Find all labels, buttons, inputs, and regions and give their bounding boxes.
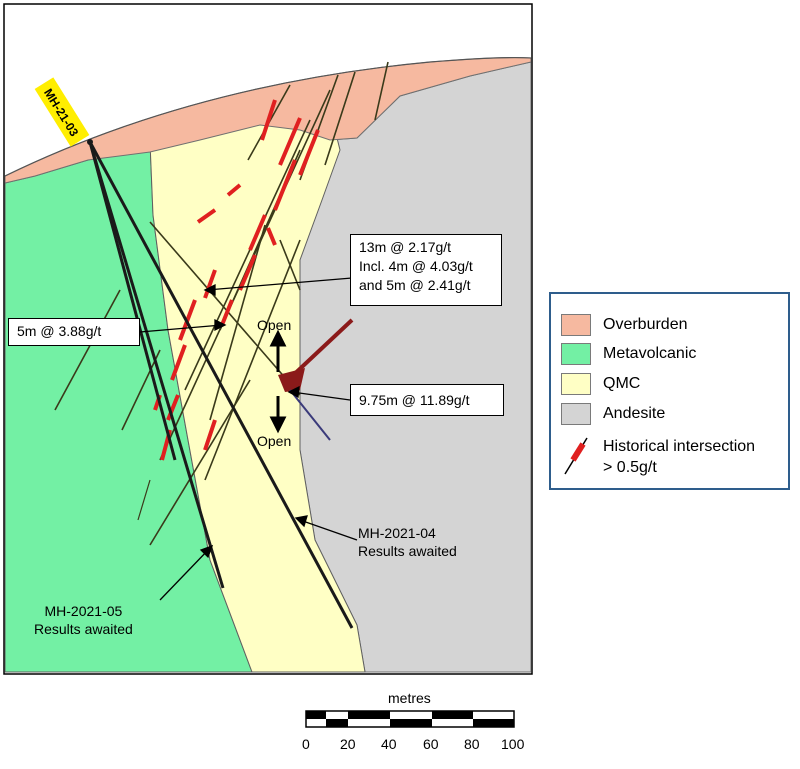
legend-swatch bbox=[561, 373, 591, 395]
legend-label: Metavolcanic bbox=[603, 345, 697, 362]
legend-swatch bbox=[561, 403, 591, 425]
scale-tick-label: 100 bbox=[501, 736, 525, 752]
legend-item-historical: Historical intersection > 0.5g/t bbox=[561, 436, 755, 478]
new-drill-holes bbox=[88, 141, 354, 629]
leader-c1 bbox=[206, 277, 353, 291]
hole-mh-21-03 bbox=[88, 141, 177, 461]
legend-item-andesite: Andesite bbox=[561, 403, 665, 425]
intersection-segment bbox=[220, 299, 234, 326]
hole-mh-2021-04 bbox=[88, 141, 354, 629]
callout-line: Incl. 4m @ 4.03g/t bbox=[359, 258, 473, 274]
callout-line: and 5m @ 2.41g/t bbox=[359, 277, 471, 293]
high-grade-intercept bbox=[278, 318, 354, 441]
historical-hole bbox=[204, 239, 301, 481]
scale-tick-label: 20 bbox=[340, 736, 356, 752]
intersection-segment bbox=[203, 269, 217, 299]
legend-label: Overburden bbox=[603, 316, 688, 333]
hole-name: MH-2021-04 bbox=[358, 525, 436, 541]
intersection-segment bbox=[278, 117, 302, 166]
legend-label: QMC bbox=[603, 375, 641, 392]
open-label-lower: Open bbox=[257, 433, 292, 449]
open-arrows bbox=[269, 329, 287, 434]
legend-label: Andesite bbox=[603, 405, 666, 422]
intersection-segment bbox=[196, 208, 217, 224]
hole-status: Results awaited bbox=[358, 543, 457, 559]
intersection-segment bbox=[266, 227, 277, 246]
legend-item-qmc: QMC bbox=[561, 373, 640, 395]
historical-hole bbox=[374, 61, 389, 121]
intersection-segment bbox=[273, 159, 297, 211]
historical-hole bbox=[54, 289, 121, 411]
legend-label: > 0.5g/t bbox=[603, 459, 657, 476]
scale-tick-label: 0 bbox=[302, 736, 310, 752]
historical-hole bbox=[184, 119, 311, 391]
callout-leaders bbox=[139, 277, 358, 601]
scale-title: metres bbox=[388, 690, 431, 706]
historical-hole bbox=[149, 221, 301, 396]
historical-hole bbox=[279, 239, 301, 291]
leader-mh04 bbox=[299, 519, 358, 541]
legend: Overburden Metavolcanic QMC Andesite His… bbox=[549, 292, 790, 490]
intersection-segment bbox=[238, 254, 257, 291]
label-mh-2021-05: MH-2021-05 Results awaited bbox=[34, 602, 133, 638]
hole-mh-2021-05 bbox=[88, 141, 225, 589]
open-label-upper: Open bbox=[257, 317, 292, 333]
intersection-segment bbox=[170, 344, 187, 381]
intersection-segment bbox=[166, 394, 180, 421]
scale-tick-label: 60 bbox=[423, 736, 439, 752]
scale-bar bbox=[305, 710, 515, 728]
callout-line: 9.75m @ 11.89g/t bbox=[359, 392, 470, 408]
intersection-segment bbox=[226, 183, 242, 197]
legend-item-metavolcanic: Metavolcanic bbox=[561, 343, 696, 365]
legend-swatch bbox=[561, 343, 591, 365]
callout-line: 5m @ 3.88g/t bbox=[17, 323, 102, 339]
hole-status: Results awaited bbox=[34, 621, 133, 637]
collar-marker bbox=[87, 139, 93, 145]
scale-tick-label: 40 bbox=[381, 736, 397, 752]
scale-tick-label: 80 bbox=[464, 736, 480, 752]
callout-13m-intercept: 13m @ 2.17g/t Incl. 4m @ 4.03g/t and 5m … bbox=[350, 234, 502, 306]
intersection-segment bbox=[203, 419, 217, 451]
intersection-segment bbox=[248, 214, 267, 251]
legend-historical-text: Historical intersection > 0.5g/t bbox=[603, 436, 755, 478]
callout-line: 13m @ 2.17g/t bbox=[359, 239, 452, 255]
leader-c2 bbox=[139, 324, 223, 333]
legend-item-overburden: Overburden bbox=[561, 314, 688, 336]
leader-mh05 bbox=[159, 547, 211, 601]
historical-intersections bbox=[153, 99, 320, 461]
callout-5m-intercept: 5m @ 3.88g/t bbox=[8, 318, 140, 346]
legend-swatch bbox=[561, 314, 591, 336]
callout-9-75m-intercept: 9.75m @ 11.89g/t bbox=[350, 384, 504, 416]
hole-name: MH-2021-05 bbox=[44, 603, 123, 619]
leader-c3 bbox=[291, 391, 351, 401]
historical-hole bbox=[121, 349, 161, 431]
intersection-segment bbox=[298, 129, 320, 176]
historical-intersection-icon bbox=[564, 437, 588, 475]
intersection-segment bbox=[260, 99, 277, 141]
historical-hole bbox=[324, 71, 356, 166]
legend-label: Historical intersection bbox=[603, 438, 756, 455]
label-mh-2021-04: MH-2021-04 Results awaited bbox=[358, 524, 457, 560]
